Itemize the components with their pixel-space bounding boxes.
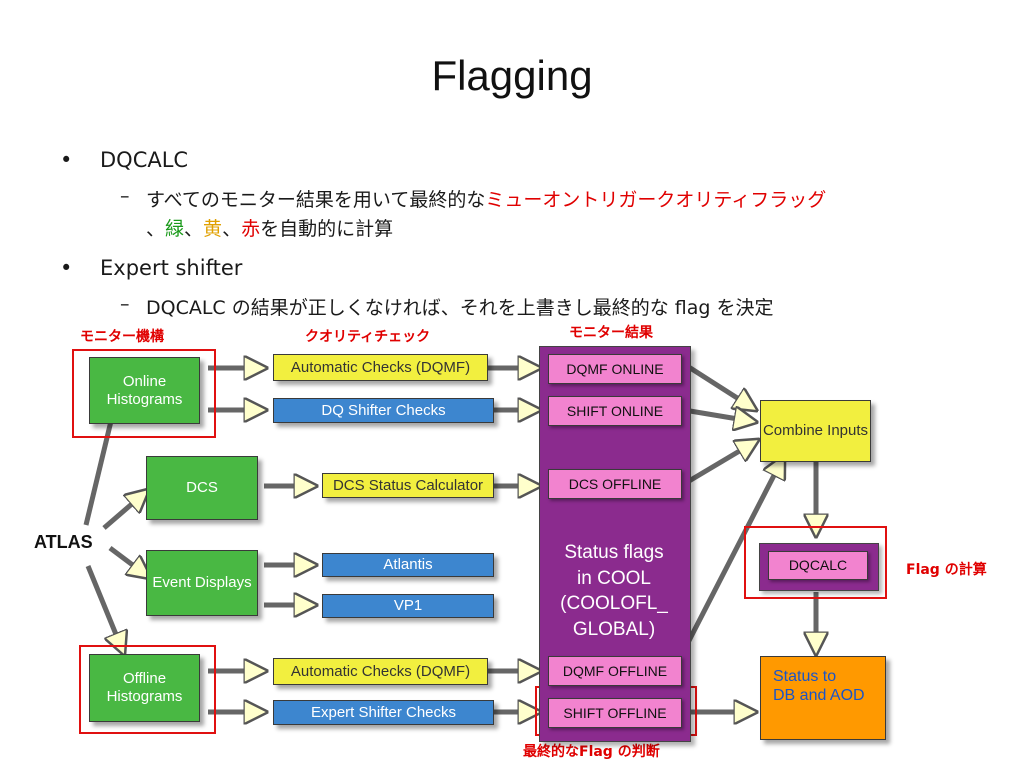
frame-offline-histograms [79, 645, 216, 734]
vp1-box: VP1 [322, 594, 494, 618]
annotation-quality-check: クオリティチェック [305, 329, 431, 345]
status-db-line2: DB and AOD [773, 687, 865, 705]
offline-histograms-box: Offline Histograms [89, 654, 200, 722]
automatic-checks-online-box: Automatic Checks (DQMF) [273, 354, 488, 381]
arrow-atlas-offline [85, 565, 124, 654]
bullet-expert-shifter: • Expert shifter [60, 256, 243, 280]
arrow-dcsoffline-combine [682, 440, 758, 487]
dcs-status-calculator-box: DCS Status Calculator [322, 473, 494, 498]
arrow-shiftonline-combine [683, 410, 756, 422]
sub-text-yellow: 黄 [203, 218, 223, 240]
sub-text-sep2: 、 [222, 218, 242, 240]
sub-text-expert: DQCALC の結果が正しくなければ、それを上書きし最終的な flag を決定 [146, 297, 774, 319]
shift-online-flag: SHIFT ONLINE [548, 396, 682, 426]
shift-offline-flag: SHIFT OFFLINE [548, 698, 682, 728]
status-flags-line4: GLOBAL) [572, 618, 656, 640]
annotation-final-flag: 最終的なFlag の判断 [523, 744, 660, 760]
sub-text-highlight: ミューオントリガークオリティフラッグ [485, 189, 827, 211]
sub-text-sep1: 、 [184, 218, 204, 240]
arrow-atlas-dcs [102, 490, 148, 530]
arrow-dqmfoffline-combine [675, 456, 784, 664]
combine-inputs-box: Combine Inputs [760, 400, 871, 462]
event-displays-box: Event Displays [146, 550, 258, 616]
sub-text-prefix: 、 [146, 218, 166, 240]
sub-bullet-dash: – [120, 185, 130, 207]
sub-text-red: 赤 [241, 218, 261, 240]
dq-shifter-checks-box: DQ Shifter Checks [273, 398, 494, 423]
bullet-expert-shifter-text: Expert shifter [100, 256, 243, 280]
atlas-label: ATLAS [34, 532, 93, 552]
automatic-checks-offline-box: Automatic Checks (DQMF) [273, 658, 488, 685]
annotation-monitor-system: モニター機構 [80, 329, 164, 345]
sub-bullet-dqcalc-line2: 、緑、黄、赤を自動的に計算 [146, 214, 393, 241]
dcs-offline-flag: DCS OFFLINE [548, 469, 682, 499]
online-histograms-box: Online Histograms [89, 357, 200, 424]
status-flags-line1: Status flags [564, 542, 664, 563]
arrow-dqmfonline-combine [682, 361, 756, 410]
frame-monitor-system [72, 349, 216, 438]
dcs-box: DCS [146, 456, 258, 520]
sub-text-suffix: を自動的に計算 [260, 218, 394, 240]
sub-bullet-expert-shifter: – DQCALC の結果が正しくなければ、それを上書きし最終的な flag を決… [120, 293, 774, 320]
annotation-flag-calc: Flag の計算 [906, 562, 987, 578]
sub-bullet-dqcalc-line1: – すべてのモニター結果を用いて最終的なミューオントリガークオリティフラッグ [120, 185, 827, 212]
sub-text-part1: すべてのモニター結果を用いて最終的な [146, 189, 486, 211]
arrow-atlas-event [108, 546, 150, 578]
status-db-line1: Status to [773, 668, 837, 685]
expert-shifter-checks-box: Expert Shifter Checks [273, 700, 494, 725]
sub-text-green: 緑 [165, 218, 185, 240]
status-flags-label: Status flags in COOL (COOLOFL_ GLOBAL) [539, 540, 689, 643]
dqcalc-box: DQCALC [768, 551, 868, 580]
slide-title: Flagging [431, 52, 593, 99]
bullet-dqcalc-text: DQCALC [100, 148, 189, 172]
sub-bullet-dash: – [120, 293, 130, 315]
bullet-dot: • [60, 148, 73, 172]
frame-flag-calc [744, 526, 887, 599]
dqmf-offline-flag: DQMF OFFLINE [548, 656, 682, 686]
atlantis-box: Atlantis [322, 553, 494, 577]
status-flags-line2: in COOL [577, 567, 651, 589]
status-flags-line3: (COOLOFL_ [560, 593, 668, 615]
dqmf-online-flag: DQMF ONLINE [548, 354, 682, 384]
bullet-dqcalc: • DQCALC [60, 148, 189, 172]
status-db-aod-box: Status to DB and AOD [760, 656, 886, 740]
bullet-dot: • [60, 256, 73, 280]
annotation-monitor-results: モニター結果 [569, 325, 653, 341]
